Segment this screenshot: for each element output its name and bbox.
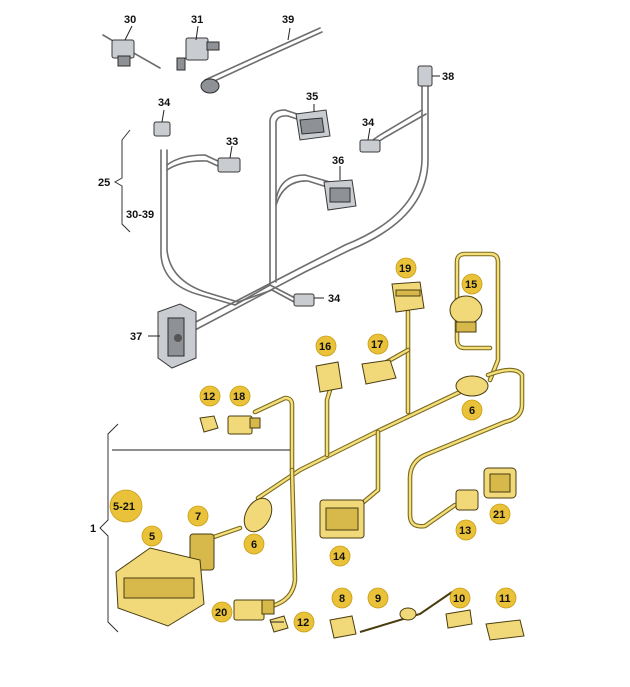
badge-11 (495, 587, 517, 609)
svg-text:12: 12 (297, 617, 309, 629)
part-37-module (157, 303, 197, 369)
label-25: 25 (98, 177, 110, 189)
part-13-connector (455, 489, 479, 511)
svg-text:12: 12 (203, 391, 215, 403)
badge-5 (141, 525, 163, 547)
svg-text:10: 10 (453, 593, 465, 605)
badge-19 (395, 257, 417, 279)
part-30-clip (111, 39, 135, 67)
part-19-connector (391, 281, 425, 313)
svg-text:18: 18 (233, 391, 245, 403)
part-36-connector (323, 179, 357, 211)
part-6-grommet-lower (243, 497, 273, 533)
label-30: 30 (124, 14, 136, 26)
svg-text:6: 6 (469, 405, 475, 417)
upper-gray-harness (102, 27, 429, 331)
badge-16 (315, 335, 337, 357)
part-35-connector (295, 109, 331, 141)
label-34-right: 34 (362, 117, 375, 129)
part-labels: 30 31 39 38 34 35 34 33 36 25 30-39 34 3… (90, 14, 454, 535)
label-34-top: 34 (158, 97, 171, 109)
part-17-connector (361, 359, 397, 385)
part-8-bracket (329, 615, 357, 639)
part-39-grommet (200, 78, 220, 94)
badge-8 (331, 587, 353, 609)
part-14-connector (319, 499, 365, 539)
part-11-bracket (485, 619, 525, 641)
part-31-connector (176, 37, 220, 71)
svg-text:19: 19 (399, 263, 411, 275)
badge-12-lower (293, 611, 315, 633)
badge-15 (461, 273, 483, 295)
part-20-connector (233, 599, 275, 621)
part-9-tie (359, 591, 453, 633)
svg-text:8: 8 (339, 593, 345, 605)
svg-text:5-21: 5-21 (113, 501, 135, 513)
label-39: 39 (282, 14, 294, 26)
label-33: 33 (226, 136, 238, 148)
label-37: 37 (130, 331, 142, 343)
part-10-clip (445, 609, 473, 629)
svg-text:7: 7 (195, 511, 201, 523)
badge-12-upper (199, 385, 221, 407)
part-6-grommet-right (455, 375, 489, 397)
svg-text:5: 5 (149, 531, 155, 543)
part-12-clip-lower (269, 615, 289, 633)
badge-9 (367, 587, 389, 609)
part-21-connector (483, 467, 517, 499)
label-1: 1 (90, 523, 96, 535)
part-38-connector (417, 65, 433, 87)
badge-5-21 (109, 489, 143, 523)
badge-18 (229, 385, 251, 407)
part-16-clip (315, 361, 343, 393)
label-35: 35 (306, 91, 318, 103)
part-15-sensor (449, 295, 483, 333)
bracket-1 (99, 423, 290, 633)
leader-lines (124, 25, 440, 623)
badge-13 (455, 519, 477, 541)
part-34-connector-right (359, 139, 381, 153)
svg-text:15: 15 (465, 279, 477, 291)
badge-10 (449, 587, 471, 609)
label-36: 36 (332, 155, 344, 167)
svg-text:20: 20 (215, 607, 227, 619)
badge-20 (211, 601, 233, 623)
svg-text:6: 6 (251, 539, 257, 551)
part-34-connector-lower (293, 293, 315, 307)
badge-6-lower (243, 533, 265, 555)
badge-17 (367, 333, 389, 355)
svg-text:11: 11 (499, 593, 511, 605)
svg-text:14: 14 (333, 551, 346, 563)
bracket-25 (113, 129, 131, 233)
part-33-connector (217, 157, 241, 173)
svg-text:17: 17 (371, 339, 383, 351)
part-12-clip-upper (199, 415, 219, 433)
badge-6-right (461, 399, 483, 421)
svg-text:13: 13 (459, 525, 471, 537)
badge-21 (489, 503, 511, 525)
svg-text:16: 16 (319, 341, 331, 353)
lower-yellow-harness (202, 251, 525, 609)
svg-text:9: 9 (375, 593, 381, 605)
part-5-connector-housing (115, 547, 205, 627)
part-34-connector-top (153, 121, 171, 137)
label-34-lower: 34 (328, 293, 341, 305)
svg-text:21: 21 (493, 509, 505, 521)
label-38: 38 (442, 71, 454, 83)
badge-7 (187, 505, 209, 527)
badge-14 (329, 545, 351, 567)
badge-labels: 19 15 16 17 12 18 6 5-21 7 5 6 14 13 21 … (109, 257, 517, 633)
label-30-39: 30-39 (126, 209, 154, 221)
label-31: 31 (191, 14, 203, 26)
part-18-connector (227, 415, 261, 435)
